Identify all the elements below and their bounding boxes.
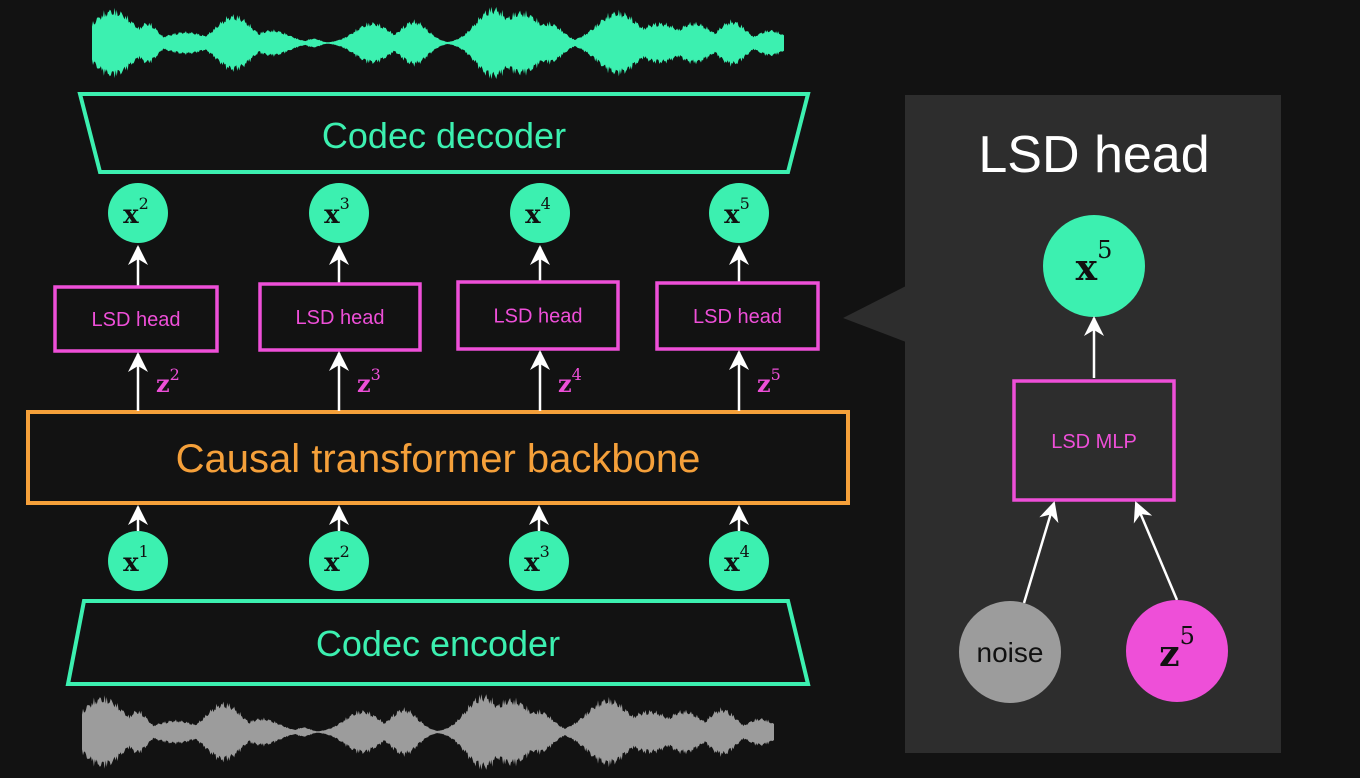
output-node: x5 <box>709 183 769 243</box>
svg-text:x3: x3 <box>524 542 550 578</box>
svg-text:z5: z5 <box>1159 622 1195 675</box>
lsd-head-box: LSD head <box>456 280 620 351</box>
output-node: x2 <box>108 183 168 243</box>
lsd-head-box: LSD head <box>53 285 219 353</box>
svg-text:x3: x3 <box>324 194 350 230</box>
lsd-head-label: LSD head <box>494 306 583 328</box>
backbone-label: Causal transformer backbone <box>176 437 701 481</box>
lsd-head-label: LSD head <box>92 309 181 331</box>
codec-decoder-label: Codec decoder <box>322 115 566 156</box>
input-node: x4 <box>709 531 769 591</box>
lsd-head-box: LSD head <box>258 282 422 352</box>
noise-node: noise <box>959 601 1061 703</box>
svg-text:x5: x5 <box>1076 236 1113 289</box>
codec-encoder: Codec encoder <box>65 599 811 686</box>
lsd-head-label: LSD head <box>693 306 782 328</box>
svg-text:x1: x1 <box>123 542 149 578</box>
latent-label: z4 <box>558 365 582 398</box>
detail-panel-title: LSD head <box>978 126 1209 184</box>
output-node: x3 <box>309 183 369 243</box>
latent-label: z5 <box>757 365 781 398</box>
input-node: x3 <box>509 531 569 591</box>
svg-text:x2: x2 <box>324 542 350 578</box>
causal-transformer-backbone: Causal transformer backbone <box>26 410 850 505</box>
output-waveform <box>92 6 784 80</box>
svg-text:x4: x4 <box>525 194 551 230</box>
lsd-mlp-box: LSD MLP <box>1012 379 1176 502</box>
waveform-shape <box>92 6 784 80</box>
arrow-noise-to-mlp <box>1022 501 1059 604</box>
callout-pointer <box>843 286 906 342</box>
lsd-head-detail-panel: LSD head x5 LSD MLP noise z5 <box>843 95 1281 753</box>
lsd-head-box: LSD head <box>655 281 820 351</box>
input-waveform <box>82 694 774 770</box>
codec-decoder: Codec decoder <box>77 92 811 174</box>
svg-text:x5: x5 <box>724 194 750 230</box>
latent-label: z3 <box>357 365 381 398</box>
input-node: x2 <box>309 531 369 591</box>
waveform-shape <box>82 694 774 770</box>
svg-text:x2: x2 <box>123 194 149 230</box>
output-node: x4 <box>510 183 570 243</box>
noise-label: noise <box>977 637 1044 668</box>
latent-z5-node: z5 <box>1126 600 1228 702</box>
codec-encoder-label: Codec encoder <box>316 623 560 664</box>
lsd-head-label: LSD head <box>296 307 385 329</box>
detail-output-node: x5 <box>1043 215 1145 317</box>
lsd-mlp-label: LSD MLP <box>1051 431 1137 453</box>
input-node: x1 <box>108 531 168 591</box>
latent-label: z2 <box>156 365 180 398</box>
svg-text:x4: x4 <box>724 542 750 578</box>
arrow-latent-to-mlp <box>1133 501 1179 601</box>
